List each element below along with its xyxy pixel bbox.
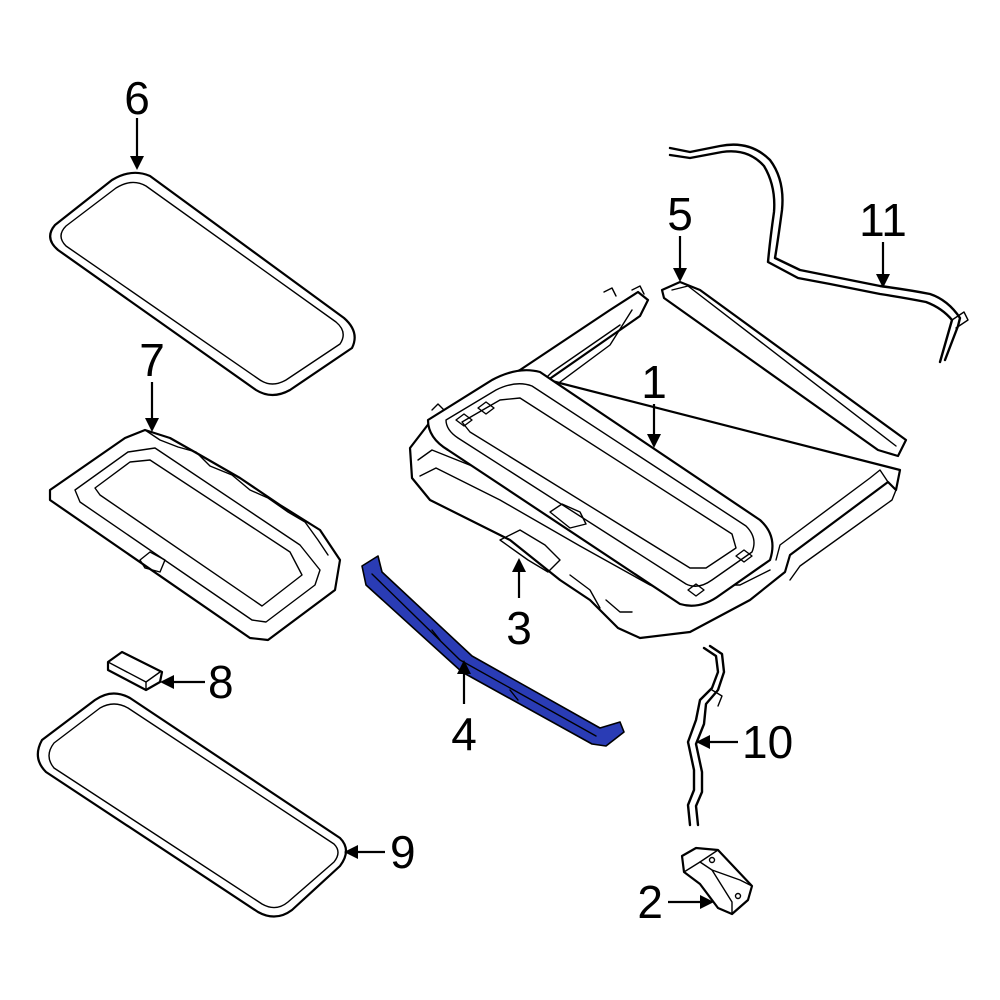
callout-10: 10 [742, 716, 793, 768]
part-2-bracket[interactable] [680, 846, 754, 916]
part-1-sunroof-frame[interactable] [408, 285, 902, 640]
callout-11: 11 [859, 194, 907, 246]
callout-2: 2 [637, 876, 663, 928]
callout-8: 8 [208, 656, 234, 708]
arrow-9-icon [344, 845, 358, 859]
callout-3: 3 [506, 602, 532, 654]
arrow-4-icon [457, 660, 471, 674]
callout-5: 5 [667, 188, 693, 240]
part-11-drain-hose[interactable] [668, 143, 969, 364]
part-6-glass-panel[interactable] [49, 171, 356, 397]
part-4-front-seal-highlighted[interactable] [361, 555, 625, 747]
arrow-8-icon [160, 675, 174, 689]
arrow-10-icon [696, 735, 710, 749]
part-7-sunshade-panel[interactable] [48, 428, 342, 642]
part-5-rear-seal[interactable] [660, 280, 908, 458]
leader-lines [130, 118, 890, 909]
part-8-pad[interactable] [106, 650, 164, 692]
callout-labels: 6 7 5 11 1 3 4 8 9 10 2 [124, 72, 907, 928]
arrow-11-icon [876, 274, 890, 288]
arrow-5-icon [673, 268, 687, 282]
callout-1: 1 [641, 356, 667, 408]
callout-7: 7 [139, 334, 165, 386]
callout-9: 9 [390, 826, 416, 878]
callout-4: 4 [451, 708, 477, 760]
arrow-1-icon [647, 434, 661, 448]
part-9-glass-seal[interactable] [36, 692, 348, 918]
arrow-6-icon [130, 156, 144, 170]
arrow-2-icon [700, 895, 714, 909]
arrow-7-icon [145, 418, 159, 432]
part-10-drain-hose[interactable] [686, 644, 726, 827]
callout-6: 6 [124, 72, 150, 124]
arrow-3-icon [512, 558, 526, 572]
